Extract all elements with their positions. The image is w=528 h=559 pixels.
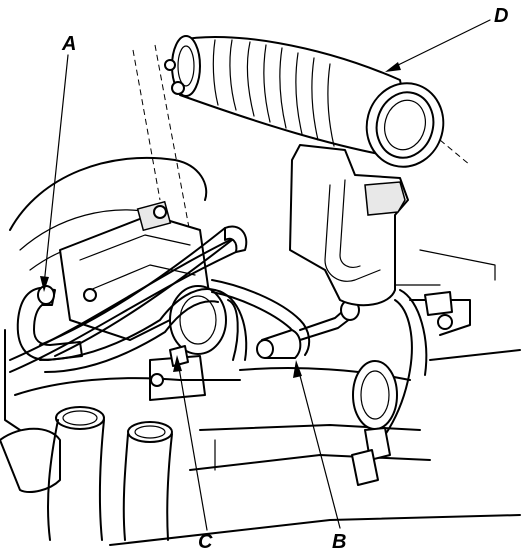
engine-block bbox=[4, 156, 521, 546]
arrow-a-icon bbox=[40, 276, 49, 292]
hose-lines bbox=[9, 225, 360, 373]
callout-a: A bbox=[61, 33, 76, 55]
callout-c: C bbox=[198, 531, 213, 553]
arrow-d-icon bbox=[385, 62, 401, 72]
projection-lines bbox=[132, 44, 471, 261]
sensor-assembly bbox=[351, 289, 453, 486]
callout-d: D bbox=[494, 5, 508, 27]
arrow-c-icon bbox=[173, 355, 182, 372]
air-cleaner-housing bbox=[289, 144, 409, 307]
callout-b: B bbox=[332, 531, 346, 553]
intake-hose bbox=[164, 35, 445, 168]
arrow-b-icon bbox=[293, 360, 302, 378]
leader-lines bbox=[40, 19, 491, 531]
intake-runners bbox=[0, 406, 173, 541]
